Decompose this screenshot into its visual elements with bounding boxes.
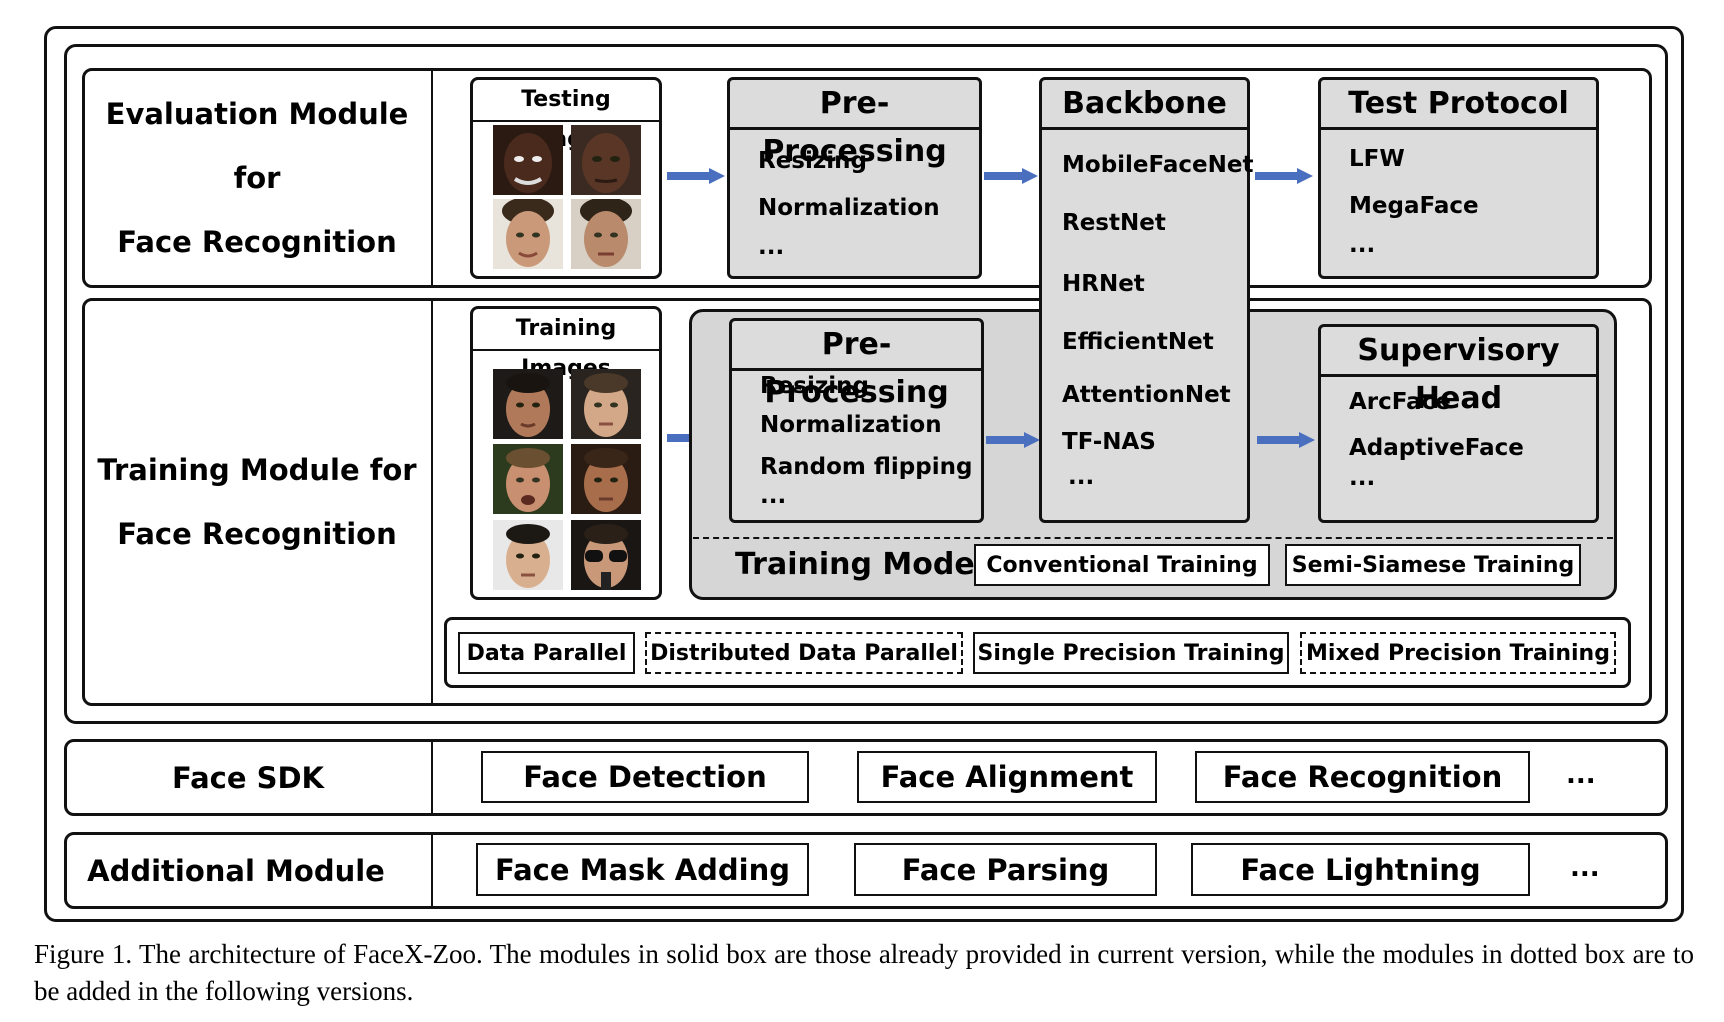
train-preprocessing-item: ... [760,483,787,509]
face-photo [571,369,641,439]
eval-preprocessing-item: Resizing [758,148,867,174]
data-parallel-box: Data Parallel [458,632,635,674]
test-protocol-item: LFW [1349,146,1405,172]
semi-siamese-training-box: Semi-Siamese Training [1285,544,1581,586]
supervisory-head-item: ... [1349,465,1376,491]
face-parsing-box: Face Parsing [854,843,1157,896]
evaluation-label-line1: Evaluation Module for [105,97,409,195]
backbone-item: AttentionNet [1062,382,1231,408]
face-lightning-box: Face Lightning [1191,843,1530,896]
supervisory-head-title: Supervisory Head [1321,327,1596,416]
face-sdk-divider [431,741,433,814]
additional-more: ... [1570,853,1600,883]
test-protocol-title: Test Protocol [1321,80,1596,130]
evaluation-label-line2: Face Recognition [117,225,397,259]
outer-frame [44,26,1684,922]
training-mode-separator [693,537,1613,539]
backbone-item: EfficientNet [1062,329,1214,355]
training-module-label: Training Module for Face Recognition [84,300,430,704]
arrow-right-icon [667,168,725,184]
backbone-item: RestNet [1062,210,1166,236]
figure-caption: Figure 1. The architecture of FaceX-Zoo.… [34,939,1694,1006]
backbone-box: Backbone MobileFaceNet RestNet HRNet Eff… [1039,77,1254,523]
test-protocol-item: MegaFace [1349,193,1479,219]
arrow-right-icon [984,168,1038,184]
face-photo [571,199,641,269]
face-photo [493,125,563,195]
face-photo [493,369,563,439]
test-protocol-item: ... [1349,232,1376,258]
face-mask-adding-box: Face Mask Adding [476,843,809,896]
training-mode-label: Training Mode [735,547,975,582]
arrow-right-icon [986,432,1040,448]
eval-preprocessing-item: ... [758,234,785,260]
backbone-item: MobileFaceNet [1062,152,1254,178]
face-photo [571,444,641,514]
train-preprocessing-item: Normalization [760,412,942,438]
supervisory-head-box: Supervisory Head ArcFace AdaptiveFace ..… [1318,324,1599,523]
face-recognition-box: Face Recognition [1195,751,1530,803]
eval-preprocessing-box: Pre-Processing Resizing Normalization ..… [727,77,982,279]
evaluation-divider [431,70,433,286]
eval-preprocessing-item: Normalization [758,195,940,221]
face-sdk-more: ... [1566,760,1596,790]
supervisory-head-item: AdaptiveFace [1349,435,1524,461]
testing-images-title: Testing Images [473,80,659,152]
train-preprocessing-item: Random flipping [760,454,973,480]
arrow-right-icon [1255,168,1313,184]
training-images-title: Training Images [473,309,659,381]
eval-preprocessing-title: Pre-Processing [730,80,979,169]
train-preprocessing-title: Pre-Processing [732,321,981,410]
backbone-item: TF-NAS [1062,429,1156,455]
face-sdk-label: Face SDK [171,760,325,795]
training-label-line1: Training Module for [97,453,417,487]
face-recognition-group [64,44,1668,724]
face-alignment-box: Face Alignment [857,751,1157,803]
conventional-training-box: Conventional Training [974,544,1270,586]
mixed-precision-training-box: Mixed Precision Training [1300,632,1616,674]
arrow-right-icon [1257,432,1315,448]
additional-module-label: Additional Module [87,853,385,888]
face-photo [571,520,641,590]
face-photo [571,125,641,195]
face-photo [493,444,563,514]
training-divider [431,300,433,704]
backbone-item: HRNet [1062,271,1145,297]
train-preprocessing-box: Pre-Processing Resizing Normalization Ra… [729,318,984,523]
face-detection-box: Face Detection [481,751,809,803]
supervisory-head-item: ArcFace [1349,389,1451,415]
distributed-data-parallel-box: Distributed Data Parallel [645,632,963,674]
backbone-title: Backbone [1042,80,1247,130]
single-precision-training-box: Single Precision Training [973,632,1289,674]
backbone-item: ... [1068,464,1095,490]
additional-divider [431,834,433,907]
face-photo [493,199,563,269]
train-preprocessing-item: Resizing [760,373,869,399]
training-label-line2: Face Recognition [117,517,397,551]
face-photo [493,520,563,590]
evaluation-module-label: Evaluation Module for Face Recognition [84,70,430,286]
test-protocol-box: Test Protocol LFW MegaFace ... [1318,77,1599,279]
